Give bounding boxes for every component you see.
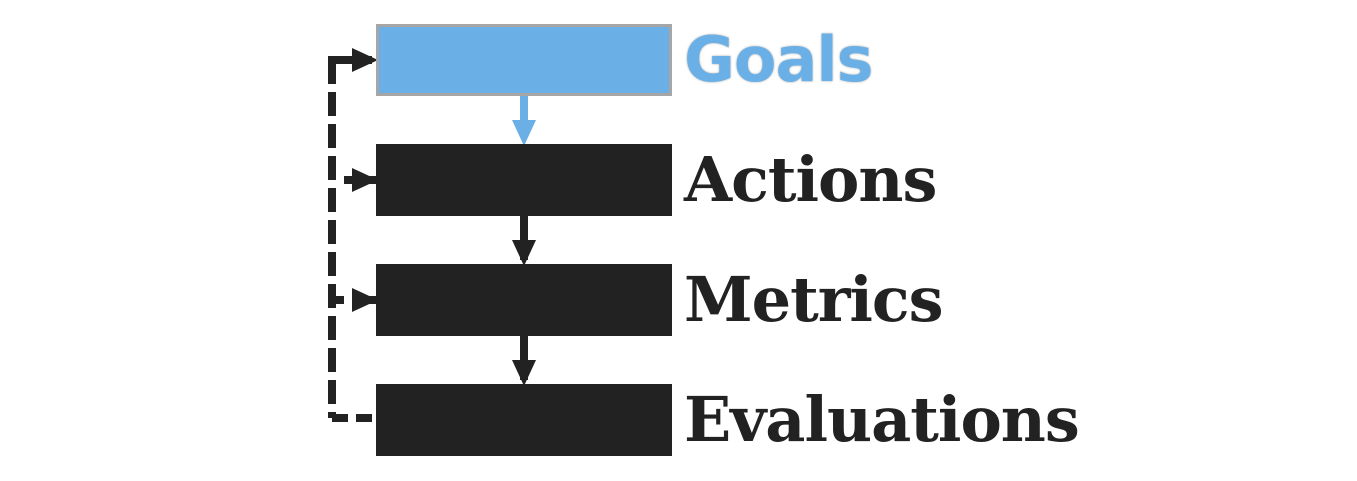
- arrow-into-goals-icon: [352, 48, 378, 72]
- evaluations-box: [376, 384, 672, 456]
- arrow-metrics-to-evaluations-icon: [512, 360, 536, 386]
- goals-label: Goals: [684, 23, 873, 96]
- arrow-goals-to-actions-icon: [512, 120, 536, 146]
- evaluations-label: Evaluations: [684, 383, 1080, 456]
- arrow-into-actions-icon: [352, 168, 378, 192]
- metrics-label: Metrics: [684, 263, 944, 336]
- metrics-box: [376, 264, 672, 336]
- arrow-into-metrics-icon: [352, 288, 378, 312]
- actions-label: Actions: [684, 143, 937, 216]
- arrow-actions-to-metrics-icon: [512, 240, 536, 266]
- actions-box: [376, 144, 672, 216]
- goals-box: [376, 24, 672, 96]
